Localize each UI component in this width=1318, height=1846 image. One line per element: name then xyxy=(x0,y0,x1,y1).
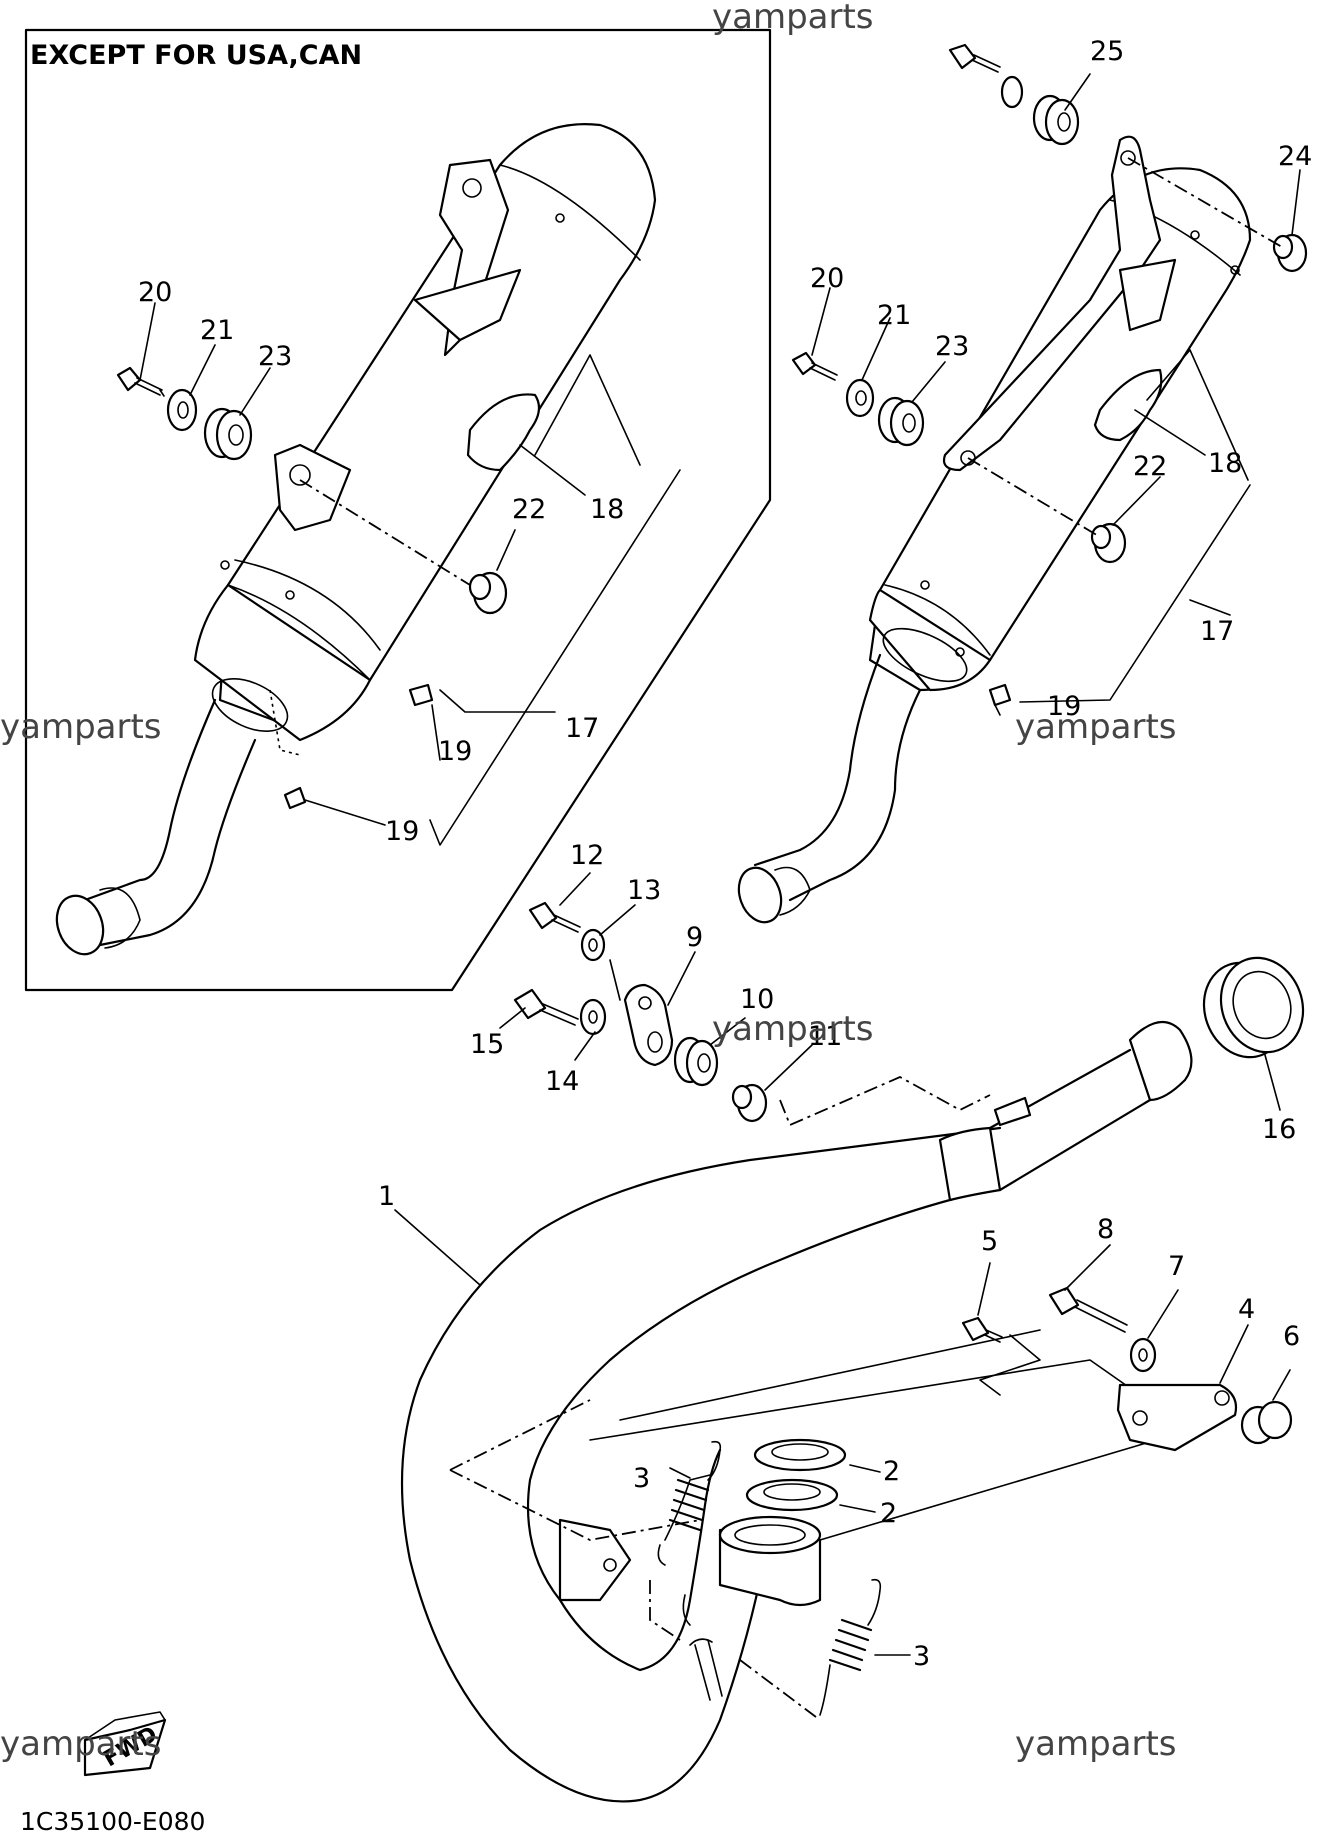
watermarks: yamparts yamparts yamparts yamparts yamp… xyxy=(0,0,1177,1764)
callout-10: 10 xyxy=(740,984,774,1015)
variant-box-title: EXCEPT FOR USA,CAN xyxy=(30,40,362,71)
callout-12: 12 xyxy=(570,840,604,871)
bolt-15 xyxy=(513,988,579,1026)
callout-3-lower: 3 xyxy=(913,1641,930,1672)
callout-labels: 20 21 23 22 18 17 19 19 25 24 20 21 23 2… xyxy=(138,36,1312,1672)
callout-left-22: 22 xyxy=(512,494,546,525)
callout-11: 11 xyxy=(808,1021,842,1052)
callout-right-20: 20 xyxy=(810,263,844,294)
callout-left-20: 20 xyxy=(138,277,172,308)
right-muffler xyxy=(737,135,1252,924)
watermark-left: yamparts xyxy=(0,707,162,747)
callout-right-25: 25 xyxy=(1090,36,1124,67)
exhaust-pipe-1 xyxy=(400,1020,1193,1803)
watermark-center: yamparts xyxy=(712,1009,874,1049)
callout-right-24: 24 xyxy=(1278,141,1312,172)
callout-4: 4 xyxy=(1238,1294,1255,1325)
watermark-top: yamparts xyxy=(712,0,874,37)
collar-11 xyxy=(731,1083,768,1123)
callout-14: 14 xyxy=(545,1066,579,1097)
callout-left-17: 17 xyxy=(565,713,599,744)
callout-8: 8 xyxy=(1097,1214,1114,1245)
bracket-4 xyxy=(1116,1383,1238,1452)
callout-right-17: 17 xyxy=(1200,616,1234,647)
left-grommet-23 xyxy=(203,407,253,461)
washer-14 xyxy=(579,998,607,1036)
right-grommet-23 xyxy=(877,396,925,447)
callout-3-upper: 3 xyxy=(633,1463,650,1494)
collar-6 xyxy=(1240,1400,1293,1445)
grommet-10 xyxy=(673,1036,719,1087)
left-screw-19-lower xyxy=(283,786,307,810)
right-screw-19 xyxy=(988,683,1012,716)
right-collar-24 xyxy=(1272,233,1308,273)
left-washer-21 xyxy=(166,388,198,432)
callout-6: 6 xyxy=(1283,1321,1300,1352)
callout-2-lower: 2 xyxy=(880,1498,897,1529)
callout-15: 15 xyxy=(470,1029,504,1060)
callout-left-19b: 19 xyxy=(385,816,419,847)
watermark-bottom-left: yamparts xyxy=(0,1724,162,1764)
gasket-2-lower xyxy=(745,1478,839,1512)
gasket-2-upper xyxy=(753,1438,847,1472)
bracket-9 xyxy=(623,983,674,1067)
callout-16: 16 xyxy=(1262,1114,1296,1145)
bolt-8 xyxy=(1048,1286,1128,1333)
callout-right-22: 22 xyxy=(1133,451,1167,482)
callout-5: 5 xyxy=(981,1226,998,1257)
spring-3-lower xyxy=(819,1578,882,1716)
joint-16 xyxy=(1202,956,1305,1059)
callout-13: 13 xyxy=(627,875,661,906)
callout-right-23: 23 xyxy=(935,331,969,362)
right-bolt-25 xyxy=(948,43,1001,73)
callout-left-21: 21 xyxy=(200,315,234,346)
washer-13 xyxy=(580,928,606,962)
callout-left-23: 23 xyxy=(258,341,292,372)
callout-right-18: 18 xyxy=(1208,448,1242,479)
callout-1: 1 xyxy=(378,1181,395,1212)
callout-7: 7 xyxy=(1168,1251,1185,1282)
washer-7 xyxy=(1129,1337,1157,1373)
callout-right-21: 21 xyxy=(877,300,911,331)
callout-right-19: 19 xyxy=(1047,691,1081,722)
bolt-12 xyxy=(528,901,581,933)
watermark-right: yamparts xyxy=(1015,707,1177,747)
right-washer-25 xyxy=(1000,75,1024,109)
callout-left-18: 18 xyxy=(590,494,624,525)
bolt-5 xyxy=(961,1316,1003,1343)
callout-2-upper: 2 xyxy=(883,1456,900,1487)
callout-left-19a: 19 xyxy=(438,736,472,767)
variant-box-except-usa-can: EXCEPT FOR USA,CAN xyxy=(24,28,772,992)
spring-3-upper xyxy=(657,1440,722,1566)
right-washer-21 xyxy=(845,378,875,418)
left-screw-19-upper xyxy=(408,683,434,707)
right-collar-22 xyxy=(1090,522,1127,564)
watermark-bottom-right: yamparts xyxy=(1015,1724,1177,1764)
diagram-code: 1C35100-E080 xyxy=(20,1807,205,1836)
callout-9: 9 xyxy=(686,922,703,953)
left-collar-22 xyxy=(468,571,508,615)
left-muffler xyxy=(55,123,657,956)
right-grommet-25 xyxy=(1032,94,1080,146)
right-bolt-20 xyxy=(791,351,838,381)
